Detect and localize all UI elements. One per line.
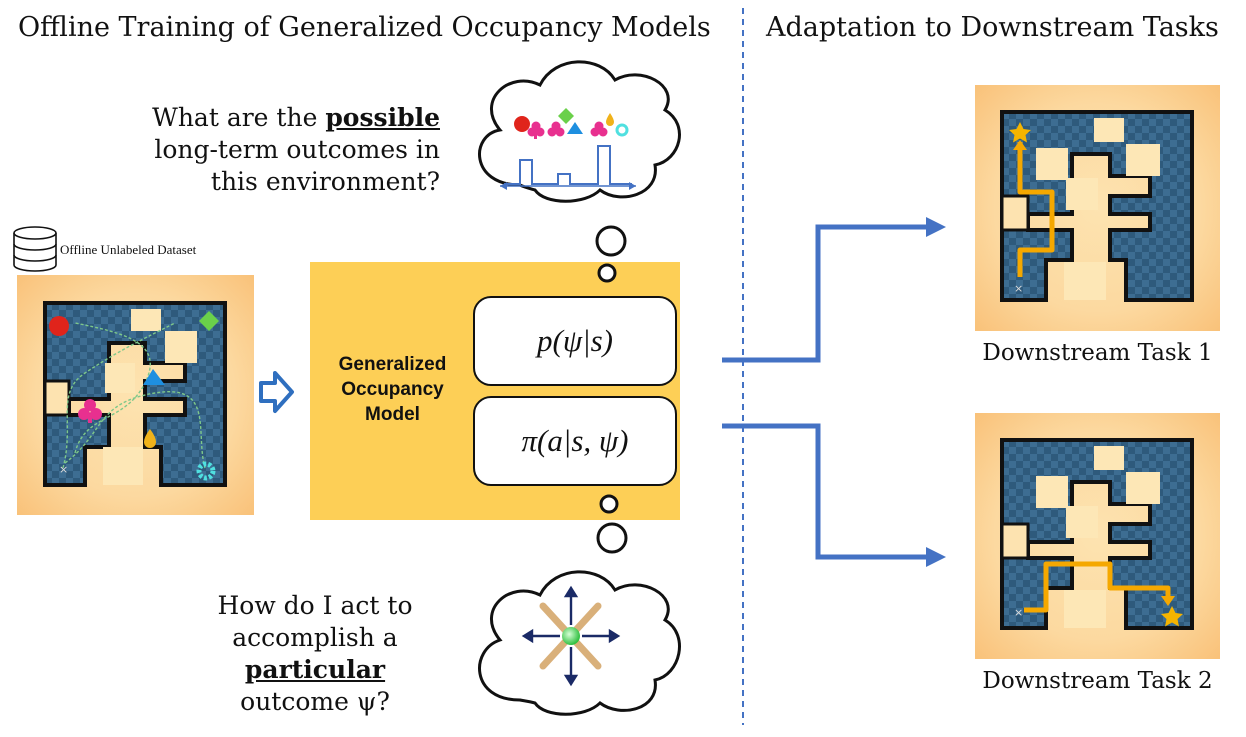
outcome-model-formula: p(ψ|s) — [473, 296, 677, 386]
model-label-line1: Generalized — [338, 354, 447, 375]
arrow-to-task1-icon — [926, 217, 946, 237]
svg-text:×: × — [1014, 606, 1023, 619]
model-label-line2: Occupancy — [341, 379, 444, 400]
model-label-line3: Model — [365, 404, 420, 425]
outcome-thought-cloud — [478, 60, 681, 203]
question-top-line2: long-term outcomes in — [154, 135, 440, 164]
question-top-emphasis: possible — [325, 103, 440, 132]
dataset-label: Offline Unlabeled Dataset — [60, 242, 197, 257]
task1-caption: Downstream Task 1 — [982, 340, 1213, 366]
question-top-line3: this environment? — [210, 167, 440, 196]
input-arrow-icon — [259, 371, 294, 413]
thought-bubble-top-large — [595, 225, 627, 257]
right-section-title: Adaptation to Downstream Tasks — [766, 12, 1219, 43]
dataset-maze: × — [17, 275, 254, 515]
question-bottom-line1: How do I act to — [217, 591, 413, 620]
thought-bubble-bottom-large — [596, 522, 628, 554]
task1-maze: × — [975, 85, 1220, 331]
arrow-to-task2-icon — [926, 547, 946, 567]
question-bottom-line3: outcome ψ? — [240, 687, 390, 716]
question-top-line1: What are the — [152, 103, 326, 132]
task2-maze: × — [975, 413, 1220, 659]
action-thought-cloud — [478, 570, 681, 716]
svg-text:×: × — [1014, 282, 1023, 295]
question-bottom-emphasis: particular — [244, 655, 386, 684]
task-connectors — [722, 224, 928, 560]
question-bottom-line2: accomplish a — [232, 623, 398, 652]
svg-text:×: × — [59, 463, 68, 476]
task2-caption: Downstream Task 2 — [982, 668, 1213, 694]
left-section-title: Offline Training of Generalized Occupanc… — [18, 12, 711, 43]
model-label: Generalized Occupancy Model — [315, 352, 470, 427]
question-possible-outcomes: What are the possible long-term outcomes… — [130, 102, 440, 198]
policy-formula: π(a|s, ψ) — [473, 396, 677, 486]
database-icon — [13, 226, 57, 272]
question-particular-outcome: How do I act to accomplish a particular … — [160, 590, 470, 718]
